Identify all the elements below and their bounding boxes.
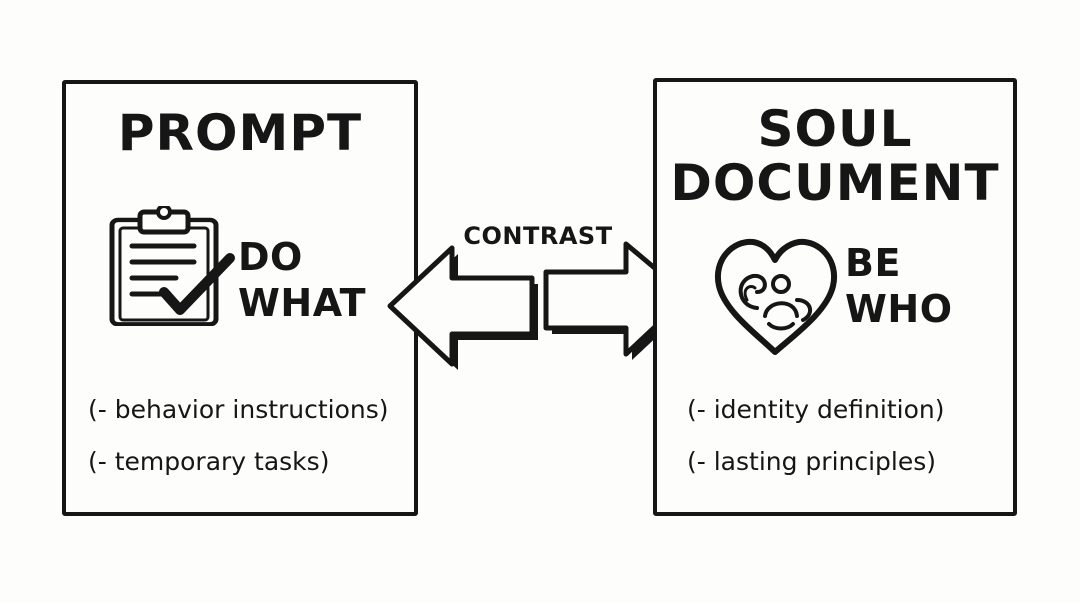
soul-document-title-line2: DOCUMENT xyxy=(670,154,1000,212)
soul-document-action-line2: WHO xyxy=(845,287,953,331)
contrast-label: CONTRAST xyxy=(463,222,613,250)
soul-document-action-line1: BE xyxy=(845,241,901,285)
prompt-action: DO WHAT xyxy=(238,234,366,326)
soul-document-note-2: (- lasting principles) xyxy=(687,447,937,476)
prompt-title: PROMPT xyxy=(117,104,363,162)
soul-document-title-line1: SOUL xyxy=(757,100,913,158)
soul-document-notes: (- identity definition) (- lasting princ… xyxy=(687,384,944,488)
soul-document-action: BE WHO xyxy=(845,240,953,332)
heart-person-icon xyxy=(714,238,838,355)
clipboard-check-icon xyxy=(109,206,235,326)
soul-document-note-1: (- identity definition) xyxy=(687,395,945,424)
left-arrow-icon xyxy=(387,245,538,370)
prompt-panel: PROMPT DO WHAT (- behavior instructions)… xyxy=(62,80,418,516)
soul-document-title: SOUL DOCUMENT xyxy=(657,102,1013,210)
prompt-note-2: (- temporary tasks) xyxy=(88,447,330,476)
prompt-action-line1: DO xyxy=(238,235,303,279)
prompt-action-line2: WHAT xyxy=(238,281,367,325)
prompt-note-1: (- behavior instructions) xyxy=(88,395,389,424)
prompt-notes: (- behavior instructions) (- temporary t… xyxy=(88,384,389,488)
soul-document-panel: SOUL DOCUMENT BE WHO (- identity definit… xyxy=(653,78,1017,516)
